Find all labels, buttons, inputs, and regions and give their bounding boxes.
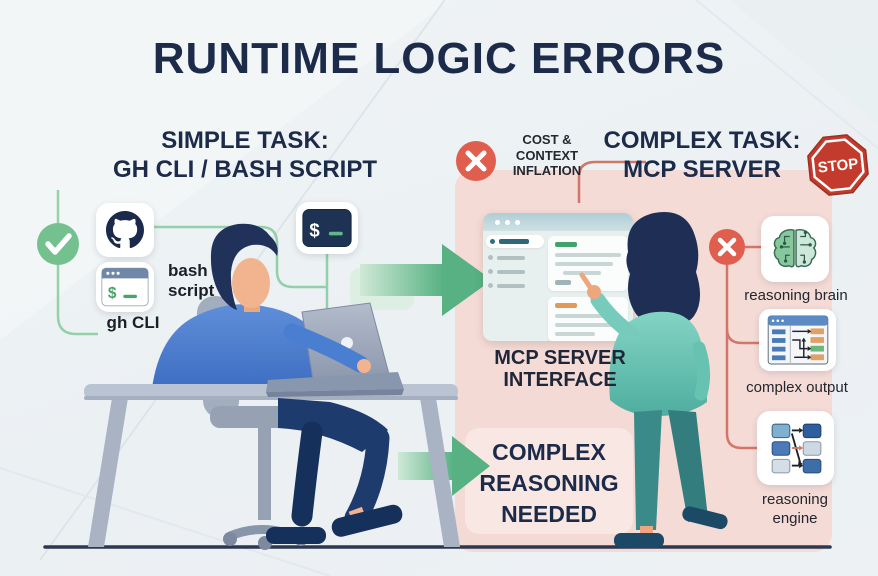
arrow-to-mcp-panel: [360, 244, 492, 316]
window-dot-icon: [495, 220, 500, 225]
sidebar-item: [488, 255, 542, 260]
developer-legs: [266, 398, 403, 544]
content-card-green: [548, 236, 628, 291]
reasoning-engine-card: [757, 411, 834, 485]
page-title: RUNTIME LOGIC ERRORS: [152, 34, 726, 83]
terminal-prompt-glyph: $: [309, 219, 320, 240]
reasoning-brain-card: [761, 216, 829, 282]
reasoning-brain-label: reasoning brain: [744, 287, 848, 304]
mcp-server-interface-window: [483, 213, 633, 341]
error-x-icon-cost: [456, 141, 496, 181]
reasoning-engine-label: reasoning engine: [762, 491, 828, 527]
window-dot-icon: [515, 220, 520, 225]
sidebar-item-active: [486, 235, 544, 248]
bash-script-label: bash script: [168, 261, 215, 300]
browser-titlebar: [483, 213, 633, 231]
github-icon: [106, 211, 144, 249]
browser-content: [546, 231, 633, 341]
bash-terminal-icon: $: [302, 208, 352, 248]
sidebar-item: [488, 283, 542, 288]
gh-cli-card: $: [96, 262, 154, 312]
github-card: [96, 203, 154, 257]
error-x-icon-reasoning: [709, 229, 745, 265]
stop-sign-icon: STOP: [807, 134, 869, 196]
complex-reasoning-note: COMPLEX REASONING NEEDED: [479, 439, 619, 527]
developer-arm: [283, 323, 371, 373]
complex-output-card: [759, 309, 836, 371]
reasoning-brain-icon: [773, 229, 817, 268]
sidebar-item: [488, 269, 542, 274]
gh-cli-terminal-icon: $: [101, 267, 149, 307]
simple-task-heading: SIMPLE TASK: GH CLI / BASH SCRIPT: [112, 127, 378, 183]
reasoning-engine-icon: [771, 423, 821, 474]
bash-terminal-card: $: [296, 202, 358, 254]
desk-legs: [88, 398, 460, 547]
mcp-server-interface-caption: MCP SERVER INTERFACE: [494, 347, 626, 391]
gh-cli-label: gh CLI: [106, 313, 160, 332]
red-connectors: [577, 160, 761, 450]
complex-output-label: complex output: [746, 379, 848, 396]
check-circle-icon: [37, 223, 79, 265]
stop-sign-text: STOP: [817, 155, 859, 176]
browser-sidebar: [483, 231, 546, 341]
cli-prompt-glyph: $: [108, 285, 117, 302]
complex-output-icon: [767, 315, 828, 365]
content-card-orange: [548, 297, 628, 341]
window-dot-icon: [505, 220, 510, 225]
cost-context-inflation-label: COST & CONTEXT INFLATION: [512, 132, 582, 178]
reasoning-note-background: [465, 428, 633, 534]
complex-task-heading: COMPLEX TASK: MCP SERVER: [603, 127, 801, 183]
